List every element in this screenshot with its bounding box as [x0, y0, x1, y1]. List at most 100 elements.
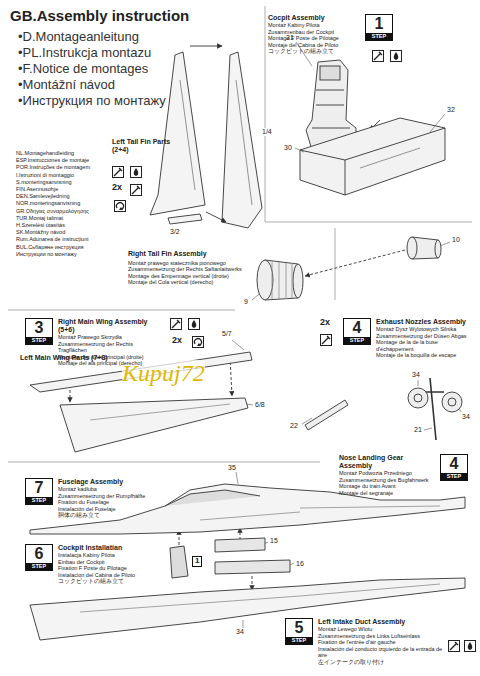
language-label: FIN.Asennusohje	[16, 186, 58, 192]
step-translation: Montaż Kabiny Pilota	[268, 22, 360, 29]
language-label: I.Istruzioni di montaggio	[16, 172, 74, 178]
step-badge: 4STEPNose Landing Gear AssemblyMontaż Po…	[339, 454, 468, 496]
tool-icon	[113, 51, 476, 652]
fuselage	[30, 578, 465, 640]
tool-icon	[449, 641, 460, 652]
step-badge: 4STEP Exhaust Nozzles AssemblyMontaż Dysz…	[343, 318, 468, 359]
step-box: 4STEP	[440, 454, 468, 481]
step-translation: コックピットの組み立て	[268, 48, 360, 55]
step-translation: Montaje del segranaje	[339, 490, 435, 497]
tail-fin	[150, 52, 205, 215]
step-translation: Montaż Prawego Skrzydła	[58, 334, 163, 341]
ejection-seat	[320, 66, 340, 80]
tail-fin	[236, 80, 252, 205]
leader-line	[295, 148, 304, 152]
step-badge: 6STEPCockpit InstallatianInstalacja Kabi…	[25, 544, 158, 585]
panel-divider	[8, 462, 320, 463]
language-label: GR.Οδηγίες συναρμολόγησης	[16, 208, 89, 214]
step-caption: Right Main Wing Assembly (5+6)Montaż Pra…	[58, 318, 163, 367]
step-caption: Right Tail Fin Assembly	[128, 250, 207, 258]
landing-gear	[414, 394, 422, 402]
language-label: Rum.Adunarea de instrucțiuni	[16, 236, 88, 242]
language-heading: •D.Montageanleitung	[18, 30, 139, 44]
language-label: Инструкции по монтажу	[16, 251, 77, 257]
callout-number: 34	[236, 628, 244, 636]
tool-icon	[115, 201, 126, 212]
tool-icon	[171, 319, 182, 330]
fuselage	[80, 584, 440, 612]
callout-number: 34	[412, 371, 420, 379]
language-label: ESP.Instrucciones de montaje	[16, 157, 89, 163]
callout-number: 5/7	[222, 330, 232, 338]
tool-icon	[465, 641, 476, 652]
step-translation: Montage de la de la buse d'échappement	[376, 339, 468, 352]
step-label: STEP	[26, 337, 52, 344]
tool-icon	[193, 337, 204, 348]
tail-fin	[222, 52, 262, 228]
exhaust-nozzle	[272, 262, 292, 299]
language-label: NOR.monteringsanvisning	[16, 200, 80, 206]
callout-number: 35	[228, 464, 236, 472]
step-number: 6	[26, 545, 52, 563]
cockpit-tub	[300, 118, 445, 195]
step-translation: コックピットの組み立て	[58, 578, 158, 585]
assembly-arrow	[206, 212, 226, 222]
fuselage	[215, 560, 290, 574]
main-wing	[30, 352, 252, 392]
step-heading: Fuselage Assembly	[58, 478, 158, 486]
main-wing	[30, 352, 252, 452]
step-caption: Exhaust Nozzles AssemblyMontaż Dysz Wylo…	[376, 318, 468, 359]
exhaust-nozzle	[257, 260, 273, 300]
step-translation: Zusammensetzung der Düsen Abgas	[376, 333, 468, 340]
step-caption: Nose Landing Gear AssemblyMontaż Podwozi…	[339, 454, 435, 496]
step-translation: Fixation du Fuselage	[58, 499, 158, 506]
step-badge: 1STEPCocpit AssemblyMontaż Kabiny Pilota…	[268, 14, 393, 55]
callout-number: 30	[284, 144, 292, 152]
assembly-arrow	[70, 390, 71, 402]
fuselage	[200, 506, 440, 520]
step-translation: Instalacion del Cabina de Piloto	[58, 572, 158, 579]
step-label: STEP	[286, 637, 312, 644]
landing-gear	[305, 400, 348, 430]
step-translation: Montage F Poste de Pilotage	[268, 35, 360, 42]
step-translation: Zusammensetzung der Rechts Tragflächen	[58, 341, 163, 354]
step-translation: 左インテークの取り付け	[318, 659, 443, 666]
step-caption: Cockpit InstallatianInstalacja Kabiny Pi…	[58, 544, 158, 585]
landing-gear	[408, 388, 428, 408]
page-title: GB.Assembly instruction	[10, 8, 189, 25]
part-group-label: Left Tail Fin Parts (2+4)	[112, 138, 174, 153]
step-number: 7	[26, 479, 52, 497]
step-caption: Fuselage AssemblyMontaż kadłubaZusammens…	[58, 478, 158, 519]
step-heading: Cockpit Installatian	[58, 544, 158, 552]
step-badge: 3STEPRight Main Wing Assembly (5+6)Monta…	[25, 318, 163, 367]
tool-icon	[391, 51, 402, 62]
step-label: STEP	[26, 497, 52, 504]
tail-fin	[168, 214, 202, 224]
leader-line	[232, 340, 244, 350]
step-translation: Fixation de l'entrée d'air gauche	[318, 639, 443, 646]
step-heading: Nose Landing Gear Assembly	[339, 454, 435, 470]
cockpit-tub	[300, 128, 445, 195]
tail-fin	[180, 80, 195, 190]
assembly-arrow	[305, 250, 405, 276]
language-label: TUR.Montaj talimat	[16, 215, 63, 221]
step-heading: Exhaust Nozzles Assembly	[376, 318, 468, 326]
quantity-label: 2x	[112, 183, 122, 193]
callout-number: 15	[270, 537, 278, 545]
step-translation: Zusammensetzung des Bugfahrwerk	[339, 477, 435, 484]
step-translation: Montaje del ala principal (derecho)	[58, 360, 163, 367]
language-heading: •F.Notice de montages	[18, 62, 148, 76]
leader-line	[430, 114, 445, 132]
step-number: 4	[344, 319, 370, 337]
step-heading: Right Main Wing Assembly (5+6)	[58, 318, 163, 334]
callout-number: 1/4	[262, 128, 272, 136]
fuselage	[215, 538, 265, 552]
cockpit-tub	[300, 118, 445, 195]
language-label: NL.Montagehandleiding	[16, 150, 74, 156]
step-box: 7STEP	[25, 478, 53, 505]
callout-number: 9	[244, 298, 248, 306]
assembly-arrow	[252, 576, 253, 590]
leader-line	[440, 242, 450, 246]
landing-gear	[448, 398, 456, 406]
step-label: STEP	[344, 337, 370, 344]
